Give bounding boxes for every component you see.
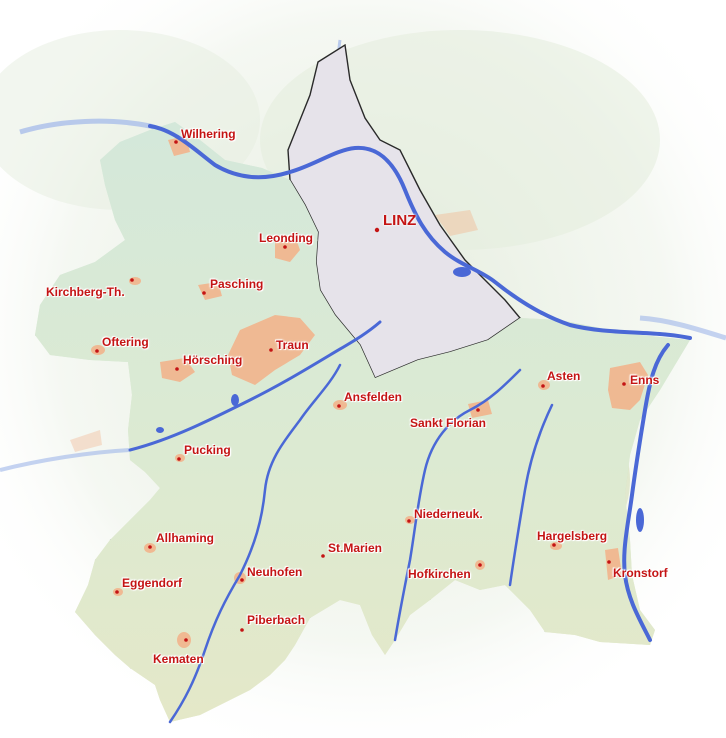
town-dot-pasching bbox=[202, 291, 206, 295]
town-dot-stmarien bbox=[321, 554, 325, 558]
town-dot-hoersching bbox=[175, 367, 179, 371]
town-label-kirchberg[interactable]: Kirchberg-Th. bbox=[46, 285, 125, 299]
town-dot-leonding bbox=[283, 245, 287, 249]
town-label-pucking[interactable]: Pucking bbox=[184, 443, 231, 457]
town-dot-wilhering bbox=[174, 140, 178, 144]
town-label-hoersching[interactable]: Hörsching bbox=[183, 353, 243, 367]
town-label-asten[interactable]: Asten bbox=[547, 369, 581, 383]
rivers bbox=[128, 124, 692, 724]
town-label-hargelsberg[interactable]: Hargelsberg bbox=[537, 529, 608, 543]
town-dot-asten bbox=[541, 384, 545, 388]
town-dot-allhaming bbox=[148, 545, 152, 549]
town-label-allhaming[interactable]: Allhaming bbox=[156, 531, 215, 545]
town-dot-niederneukirchen bbox=[407, 519, 411, 523]
town-dot-hofkirchen bbox=[478, 563, 482, 567]
town-dot-linz bbox=[374, 227, 380, 233]
town-dot-oftering bbox=[95, 349, 99, 353]
town-label-oftering[interactable]: Oftering bbox=[102, 335, 149, 349]
city-label-linz[interactable]: LINZ bbox=[383, 212, 417, 229]
town-markers bbox=[95, 140, 626, 642]
town-label-kematen[interactable]: Kematen bbox=[153, 652, 204, 666]
river-danube-east bbox=[639, 315, 726, 341]
town-label-stmarien[interactable]: St.Marien bbox=[328, 541, 383, 555]
town-label-traun[interactable]: Traun bbox=[276, 338, 309, 352]
river-traun-outside bbox=[0, 448, 131, 472]
town-dot-neuhofen bbox=[240, 578, 244, 582]
town-dot-ansfelden bbox=[337, 404, 341, 408]
town-dot-kronstorf bbox=[607, 560, 611, 564]
river-danube bbox=[148, 124, 692, 340]
town-label-ansfelden[interactable]: Ansfelden bbox=[344, 390, 403, 404]
town-dot-pucking bbox=[177, 457, 181, 461]
town-label-neuhofen[interactable]: Neuhofen bbox=[247, 565, 303, 579]
river-krems bbox=[168, 363, 342, 724]
town-label-pasching[interactable]: Pasching bbox=[210, 277, 264, 291]
town-label-sanktflorian[interactable]: Sankt Florian bbox=[410, 416, 487, 430]
river-ipfbach bbox=[393, 368, 522, 642]
town-label-eggendorf[interactable]: Eggendorf bbox=[122, 576, 182, 590]
river-kristeinerbach bbox=[508, 403, 554, 587]
town-label-niederneukirchen[interactable]: Niederneuk. bbox=[414, 507, 483, 521]
town-dot-kematen bbox=[184, 638, 188, 642]
town-label-hofkirchen[interactable]: Hofkirchen bbox=[408, 567, 471, 581]
town-label-kronstorf[interactable]: Kronstorf bbox=[613, 566, 668, 580]
town-dot-kirchberg bbox=[130, 278, 134, 282]
river-traun bbox=[128, 320, 382, 452]
town-dot-eggendorf bbox=[115, 590, 119, 594]
town-dot-piberbach bbox=[240, 628, 244, 632]
town-label-piberbach[interactable]: Piberbach bbox=[247, 613, 306, 627]
ponds bbox=[156, 267, 644, 532]
town-dot-enns bbox=[622, 382, 626, 386]
river-enns bbox=[622, 343, 670, 642]
town-label-wilhering[interactable]: Wilhering bbox=[181, 127, 236, 141]
town-label-enns[interactable]: Enns bbox=[630, 373, 660, 387]
town-dot-traun bbox=[269, 348, 273, 352]
town-label-leonding[interactable]: Leonding bbox=[259, 231, 313, 245]
town-dot-sanktflorian bbox=[476, 408, 480, 412]
town-dot-hargelsberg bbox=[552, 543, 556, 547]
